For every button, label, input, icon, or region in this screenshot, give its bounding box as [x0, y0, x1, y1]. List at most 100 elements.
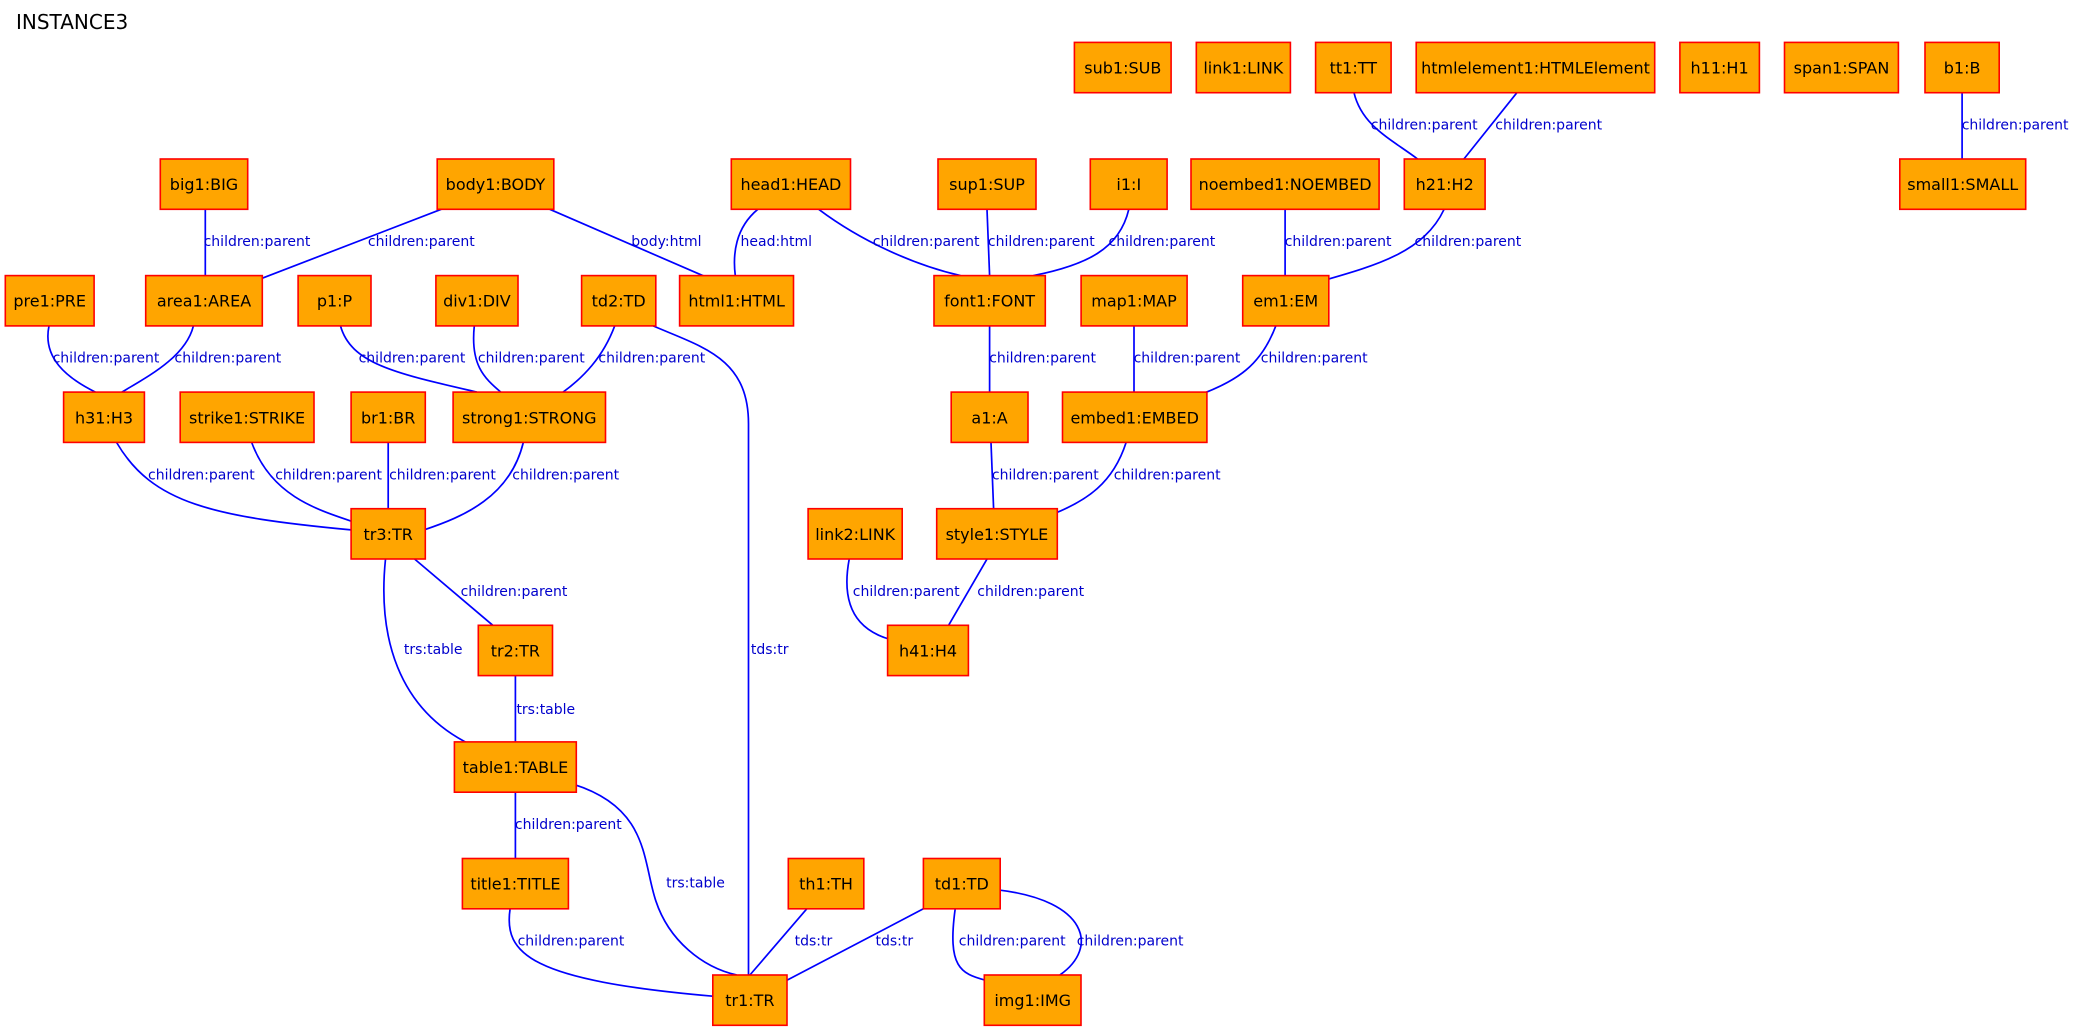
edge-area1-h31: children:parent	[121, 325, 282, 393]
edge-line	[1321, 208, 1445, 282]
node-box	[983, 974, 1082, 1027]
edge-tr3-tr2: children:parent	[414, 558, 568, 626]
edge-label: children:parent	[359, 351, 466, 367]
node-label: sub1:SUB	[1084, 59, 1161, 78]
node-map1[interactable]: map1:MAP	[1080, 274, 1188, 327]
node-box	[1089, 158, 1168, 211]
node-box	[580, 274, 657, 327]
node-head1[interactable]: head1:HEAD	[730, 158, 852, 211]
node-div1[interactable]: div1:DIV	[435, 274, 519, 327]
node-style1[interactable]: style1:STYLE	[935, 507, 1059, 560]
node-body1[interactable]: body1:BODY	[436, 158, 555, 211]
node-small1[interactable]: small1:SMALL	[1899, 158, 2027, 211]
nodes-layer: sub1:SUB link1:LINK tt1:TT htmlelement1:HTM…	[4, 41, 2027, 1027]
edge-strike1-tr3: children:parent	[250, 442, 382, 525]
edge-title1-tr1: children:parent	[508, 908, 713, 998]
node-h11[interactable]: h11:H1	[1679, 41, 1761, 94]
node-link2[interactable]: link2:LINK	[807, 507, 903, 560]
edge-line	[652, 325, 750, 975]
node-table1[interactable]: table1:TABLE	[453, 741, 578, 794]
node-noembed1[interactable]: noembed1:NOEMBED	[1190, 158, 1380, 211]
edge-h21-em1: children:parent	[1321, 208, 1522, 282]
node-strong1[interactable]: strong1:STRONG	[452, 391, 607, 444]
node-label: div1:DIV	[443, 292, 511, 311]
node-box	[62, 391, 146, 444]
node-label: table1:TABLE	[463, 758, 569, 777]
node-box	[1073, 41, 1172, 94]
edge-label: body:html	[631, 234, 701, 250]
node-box	[452, 391, 607, 444]
node-box	[1415, 41, 1656, 94]
edge-strong1-tr3: children:parent	[423, 442, 620, 531]
node-th1[interactable]: th1:TH	[787, 857, 865, 910]
edge-tr3-table1: trs:table	[383, 559, 471, 746]
node-label: h31:H3	[75, 408, 133, 427]
node-box	[711, 974, 788, 1027]
node-label: h11:H1	[1691, 59, 1749, 78]
node-sub1[interactable]: sub1:SUB	[1073, 41, 1172, 94]
node-box	[950, 391, 1029, 444]
edge-line	[818, 208, 961, 277]
node-font1[interactable]: font1:FONT	[933, 274, 1047, 327]
edge-line	[339, 325, 478, 393]
node-box	[4, 274, 95, 327]
node-html1[interactable]: html1:HTML	[678, 274, 795, 327]
edge-label: children:parent	[512, 467, 619, 483]
edge-div1-strong1: children:parent	[472, 325, 585, 393]
node-link1[interactable]: link1:LINK	[1195, 41, 1292, 94]
node-label: small1:SMALL	[1907, 175, 2018, 194]
node-i1[interactable]: i1:I	[1089, 158, 1168, 211]
node-strike1[interactable]: strike1:STRIKE	[179, 391, 315, 444]
node-td1[interactable]: td1:TD	[922, 857, 1002, 910]
node-tt1[interactable]: tt1:TT	[1314, 41, 1392, 94]
node-label: em1:EM	[1253, 292, 1318, 311]
node-br1[interactable]: br1:BR	[350, 391, 427, 444]
node-tr3[interactable]: tr3:TR	[350, 507, 427, 560]
node-htmlelement1[interactable]: htmlelement1:HTMLElement	[1415, 41, 1656, 94]
node-label: html1:HTML	[688, 292, 785, 311]
node-embed1[interactable]: embed1:EMBED	[1061, 391, 1208, 444]
node-label: body1:BODY	[446, 175, 546, 194]
edge-label: children:parent	[598, 351, 705, 367]
node-span1[interactable]: span1:SPAN	[1783, 41, 1900, 94]
node-h41[interactable]: h41:H4	[886, 624, 970, 677]
node-area1[interactable]: area1:AREA	[144, 274, 264, 327]
node-label: map1:MAP	[1091, 292, 1177, 311]
node-p1[interactable]: p1:P	[297, 274, 372, 327]
node-big1[interactable]: big1:BIG	[159, 158, 249, 211]
edge-line	[414, 558, 494, 626]
node-box	[435, 274, 519, 327]
node-b1[interactable]: b1:B	[1924, 41, 2000, 94]
edge-line	[549, 208, 710, 279]
node-td2[interactable]: td2:TD	[580, 274, 657, 327]
node-img1[interactable]: img1:IMG	[983, 974, 1082, 1027]
edge-p1-strong1: children:parent	[339, 325, 478, 393]
node-h21[interactable]: h21:H2	[1403, 158, 1486, 211]
edge-i1-font1: children:parent	[1033, 209, 1216, 277]
node-label: img1:IMG	[994, 991, 1071, 1010]
node-box	[935, 507, 1059, 560]
edge-pre1-h31: children:parent	[47, 325, 160, 393]
node-h31[interactable]: h31:H3	[62, 391, 146, 444]
node-sup1[interactable]: sup1:SUP	[937, 158, 1037, 211]
edge-label: trs:table	[516, 702, 575, 718]
node-label: area1:AREA	[157, 292, 251, 311]
node-box	[461, 857, 570, 910]
node-em1[interactable]: em1:EM	[1241, 274, 1330, 327]
edge-body1-html1: body:html	[549, 208, 710, 279]
node-box	[787, 857, 865, 910]
node-pre1[interactable]: pre1:PRE	[4, 274, 95, 327]
edge-tt1-h21: children:parent	[1353, 92, 1478, 160]
node-label: th1:TH	[799, 875, 853, 894]
edge-line	[250, 442, 358, 525]
node-tr1[interactable]: tr1:TR	[711, 974, 788, 1027]
edge-label: children:parent	[1077, 934, 1184, 950]
edge-label: children:parent	[977, 584, 1084, 600]
node-tr2[interactable]: tr2:TR	[477, 624, 554, 677]
edge-label: children:parent	[204, 234, 311, 250]
node-a1[interactable]: a1:A	[950, 391, 1029, 444]
node-title1[interactable]: title1:TITLE	[461, 857, 570, 910]
edge-h31-tr3: children:parent	[115, 442, 352, 531]
node-label: td2:TD	[592, 292, 646, 311]
